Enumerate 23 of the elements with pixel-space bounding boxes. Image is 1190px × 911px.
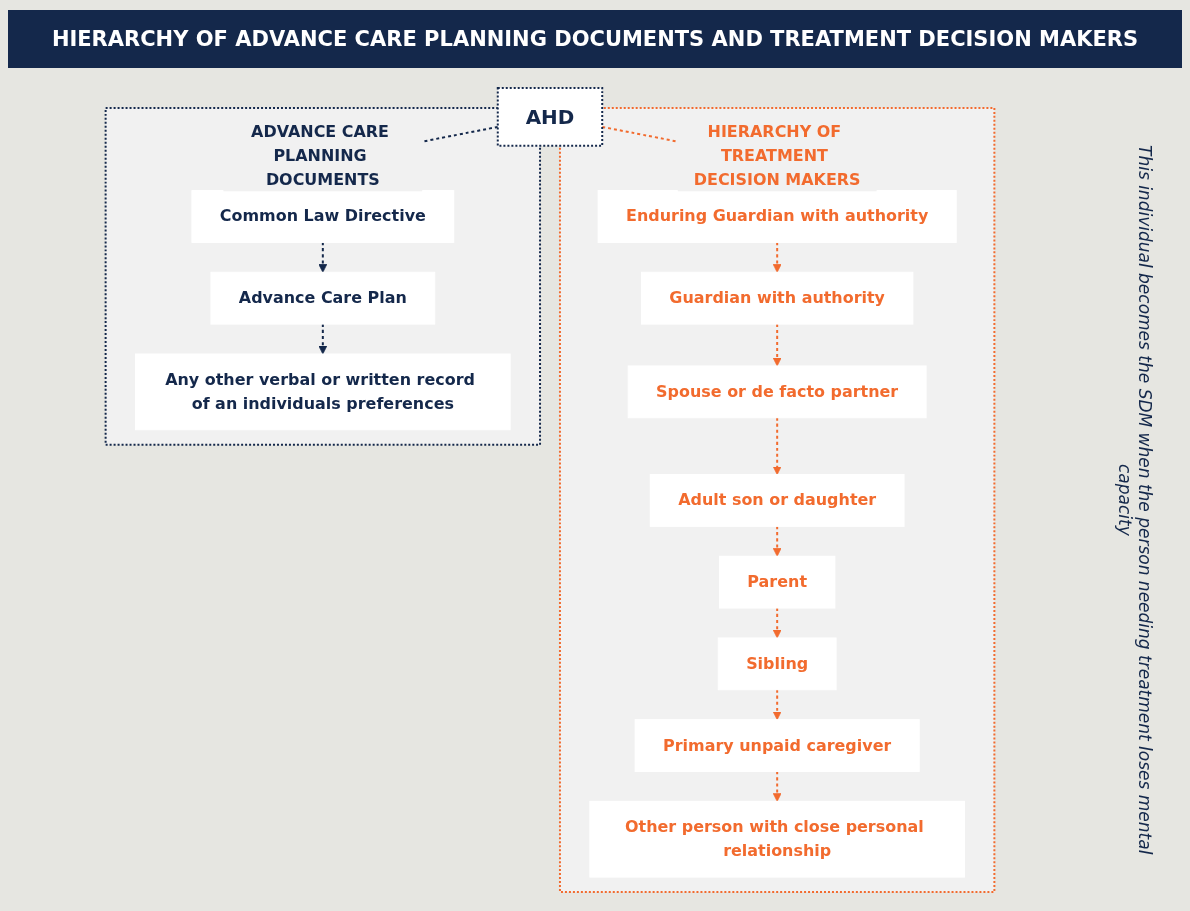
- arrow: [772, 688, 782, 721]
- node-box: Enduring Guardian with authority: [597, 190, 957, 243]
- node-box: Other person with close personal relationship: [589, 800, 965, 878]
- arrow: [772, 525, 782, 557]
- node-box: Spouse or de facto partner: [627, 365, 927, 419]
- arrow: [772, 241, 782, 273]
- node-box: Parent: [718, 555, 836, 609]
- side-note: This individual becomes the SDM when the person needing treatment loses mental capacity: [1115, 144, 1155, 857]
- arrow: [318, 323, 328, 355]
- node-box: Guardian with authority: [640, 271, 914, 325]
- node-box: Primary unpaid caregiver: [634, 719, 920, 772]
- arrow: [772, 770, 782, 802]
- arrow: [318, 241, 328, 273]
- arrow: [772, 607, 782, 639]
- node-box: AHD: [496, 86, 604, 147]
- node-box: Common Law Directive: [191, 190, 455, 243]
- arrow: [772, 416, 782, 475]
- node-box: Advance Care Plan: [210, 271, 436, 325]
- arrow: [772, 323, 782, 367]
- node-box: Any other verbal or written record of an individuals preferences: [135, 353, 511, 431]
- node-box: Adult son or daughter: [649, 474, 905, 527]
- title-banner: HIERARCHY OF ADVANCE CARE PLANNING DOCUMENTS AND TREATMENT DECISION MAKERS: [8, 10, 1182, 68]
- node-box: Sibling: [717, 637, 837, 691]
